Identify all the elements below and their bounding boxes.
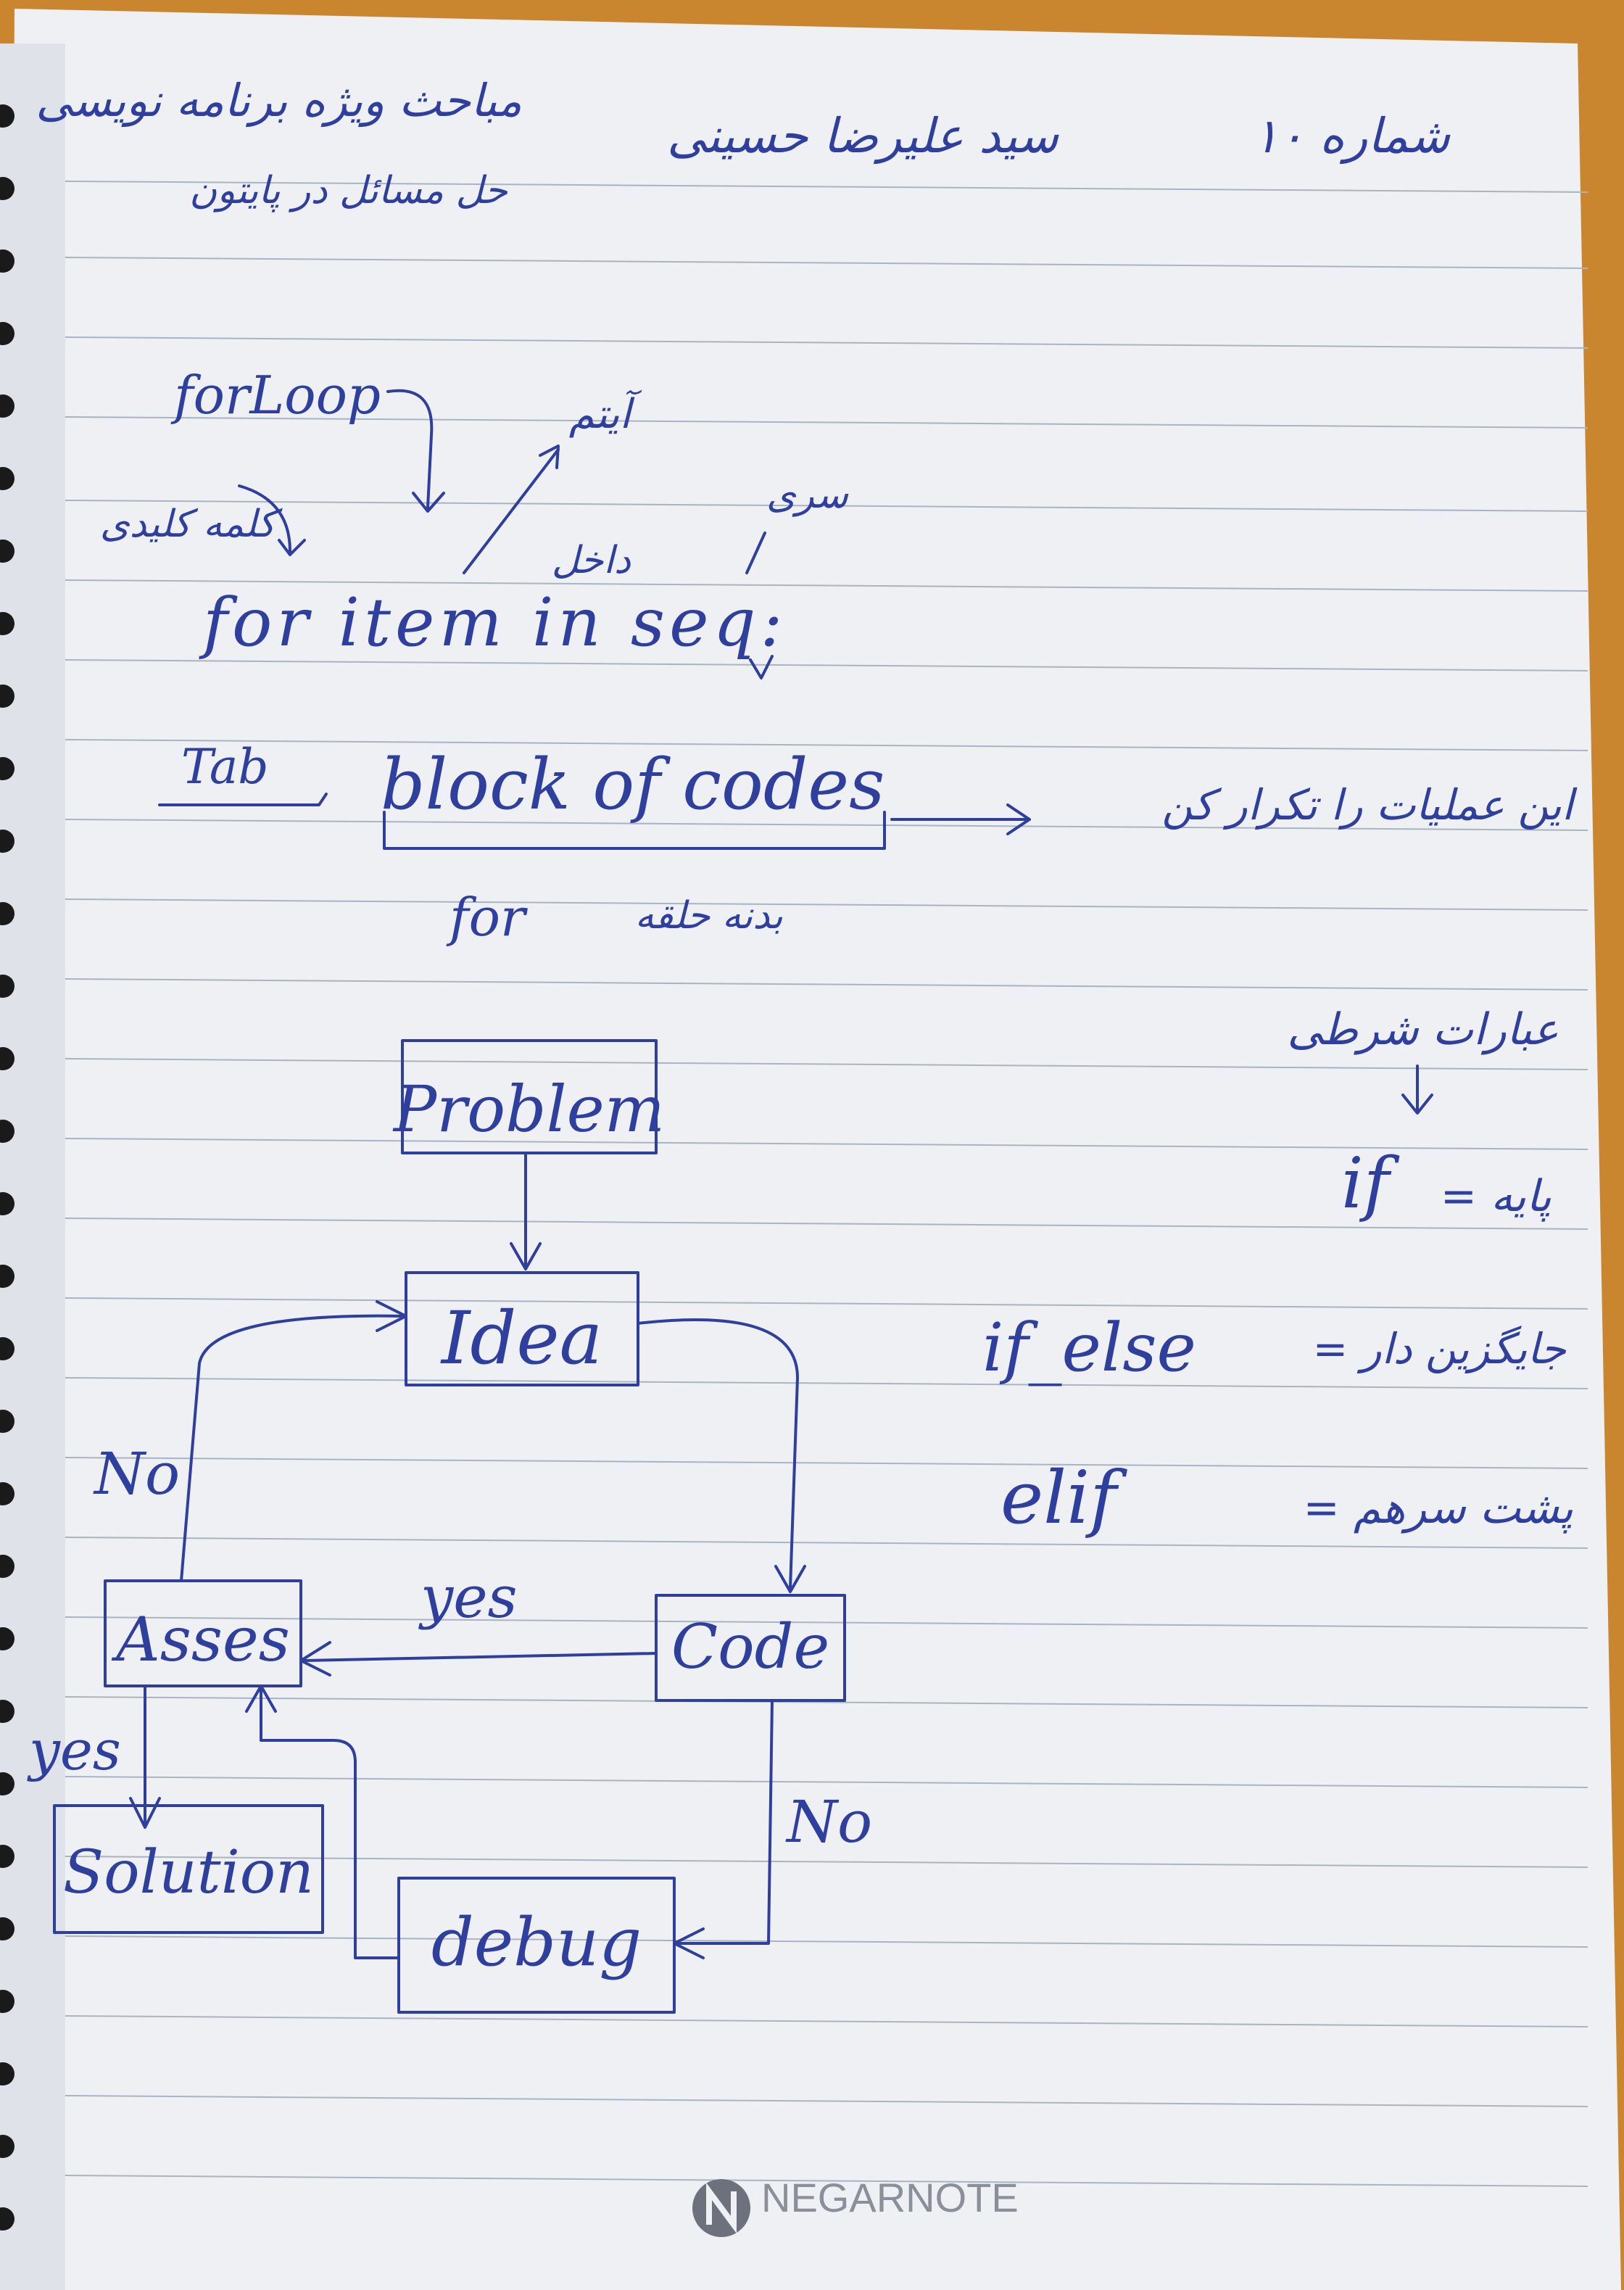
debug-node: debug [397,1877,676,2014]
ruled-lines [65,181,1588,2187]
in-label: داخل [552,539,631,582]
code-node: Code [655,1594,846,1702]
seq-label: سری [766,474,849,517]
edge-debug-asses [260,1688,400,1959]
forloop-arrow [386,389,434,509]
tab-label: Tab [181,739,269,795]
header-topic-line1: مباحث ویژه برنامه نویسی [36,74,522,128]
flowchart: Problem Idea Code Asses Solution debug [27,1039,872,2014]
item-label: آیتم [569,389,642,438]
spiral-ring-icon [0,104,14,2231]
problem-node: Problem [392,1039,665,1154]
header-session: شماره ۱۰ [1253,108,1451,165]
if-else-label: if_else [982,1309,1196,1386]
forloop-label: forLoop [170,365,381,426]
for-code-line: for item in seq: [199,584,787,661]
keyword-arrow [238,484,291,553]
footer-brand: NEGARNOTE [761,2175,1019,2220]
body-label-fa: بدنه حلقه [635,894,783,938]
solution-node: Solution [53,1804,324,1934]
edge-code-asses [303,1652,658,1662]
problem-label: Problem [392,1072,665,1146]
block-of-codes: block of codes [381,744,884,825]
debug-label: debug [431,1903,642,1981]
idea-label: Idea [440,1296,602,1381]
edge-no-left-label: No [93,1440,180,1508]
if-else-meaning: = جایگزین دار [1313,1324,1567,1374]
tab-underline [158,793,328,806]
block-bracket [383,811,886,850]
header-author: سید علیرضا حسینی [667,108,1059,165]
block-note: این عملیات را تکرار کن [1162,780,1578,830]
conditions-title: عبارات شرطی [1287,1004,1559,1055]
solution-label: Solution [63,1838,314,1907]
asses-node: Asses [104,1579,302,1687]
code-label: Code [671,1611,829,1682]
paper-sheet [0,9,1621,2290]
edge-yes-down-label: yes [27,1718,121,1782]
elif-meaning: = پشت سرهم [1303,1483,1573,1534]
edge-idea-code [637,1318,799,1590]
edge-asses-idea [180,1314,404,1582]
header-topic-line2: حل مسائل در پایتون [189,169,508,212]
elif-label: elif [1000,1455,1127,1540]
paper-margin [0,44,65,2290]
if-meaning: = پایه [1441,1171,1552,1222]
body-label-en: for [446,887,528,948]
keyword-label: کلمه کلیدی [100,503,283,546]
asses-label: Asses [111,1604,290,1675]
edge-no-code-label: No [785,1788,872,1856]
edge-yes-code-label: yes [418,1563,518,1631]
edge-code-debug [676,1699,774,1945]
seq-arrow [745,532,766,574]
item-arrow [463,448,560,574]
idea-node: Idea [405,1271,639,1386]
negarnote-logo-icon [692,2179,750,2237]
